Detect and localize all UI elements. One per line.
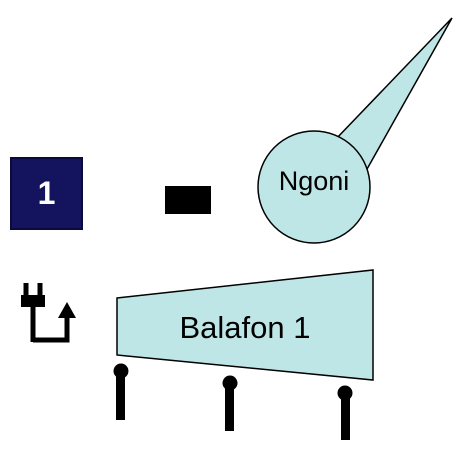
- power-plug-icon: [21, 283, 76, 343]
- ngoni-label: Ngoni: [278, 166, 350, 196]
- dash-icon: [165, 186, 211, 214]
- balafon-shape: [116, 269, 374, 381]
- ngoni-body-shape: [257, 130, 371, 244]
- mallet-icon: [337, 385, 353, 440]
- balafon-label: Balafon 1: [179, 310, 311, 345]
- mallet-icon: [222, 375, 238, 431]
- mallet-icon: [113, 363, 129, 420]
- number-badge-text: 1: [37, 175, 56, 211]
- number-badge: 1: [10, 157, 83, 230]
